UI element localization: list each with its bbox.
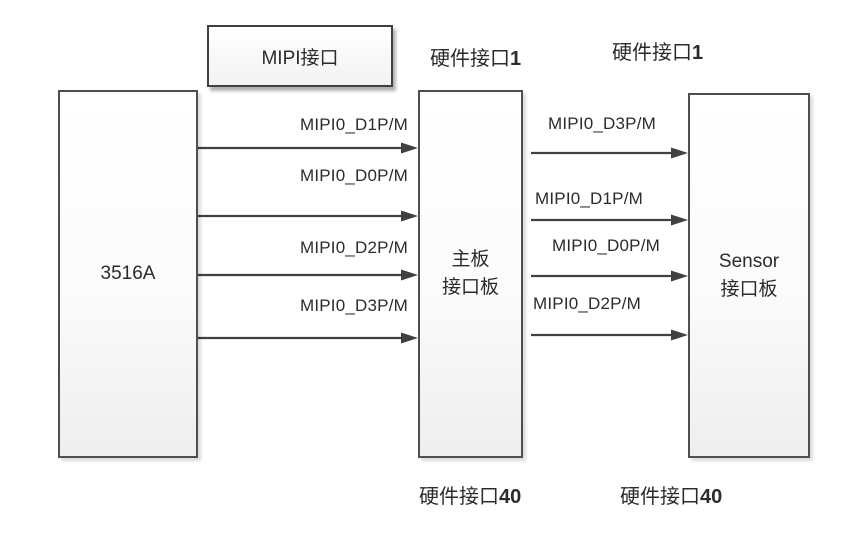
node-mainboard-interface-board: 主板 接口板 (418, 90, 523, 458)
arrow-soc-to-mainboard-1 (198, 142, 418, 154)
signal-label-sensor-mipi0-d0: MIPI0_D0P/M (552, 236, 661, 255)
hw-interface-40-label-sensor: 硬件接口40 (620, 480, 722, 509)
node-3516a-label: 3516A (100, 263, 156, 284)
signal-label-soc-mipi0-d0: MIPI0_D0P/M (299, 166, 408, 185)
node-sensor-label-line1: Sensor (718, 250, 780, 272)
signal-label-soc-mipi0-d2: MIPI0_D2P/M (299, 238, 408, 257)
hw-interface-1-label-sensor: 硬件接口1 (612, 36, 703, 65)
mipi-interface-label-box: MIPI接口 (207, 25, 393, 87)
signal-label-soc-mipi0-d3: MIPI0_D3P/M (299, 296, 408, 315)
hw-interface-1-label-mainboard: 硬件接口1 (430, 42, 521, 71)
mipi-interface-label: MIPI接口 (261, 47, 339, 69)
hw-label-number: 1 (510, 48, 522, 70)
hw-label-text: 硬件接口 (612, 42, 692, 64)
hw-label-number: 40 (700, 486, 723, 508)
node-sensor-label-line2: 接口板 (720, 278, 778, 300)
node-3516a: 3516A (58, 90, 198, 458)
hw-label-text: 硬件接口 (430, 48, 510, 70)
node-mainboard-label-line2: 接口板 (441, 277, 499, 298)
arrow-mainboard-to-sensor-2 (531, 214, 688, 226)
hw-label-number: 1 (692, 42, 704, 64)
hw-label-text: 硬件接口 (620, 486, 700, 508)
signal-label-sensor-mipi0-d2: MIPI0_D2P/M (533, 294, 642, 313)
node-mainboard-label-line1: 主板 (451, 249, 490, 271)
arrow-soc-to-mainboard-4 (198, 332, 418, 344)
signal-label-sensor-mipi0-d3: MIPI0_D3P/M (548, 114, 657, 133)
arrow-mainboard-to-sensor-4 (531, 329, 688, 341)
hw-label-text: 硬件接口 (419, 486, 499, 508)
signal-label-sensor-mipi0-d1: MIPI0_D1P/M (535, 189, 644, 208)
arrow-mainboard-to-sensor-3 (531, 270, 688, 282)
hw-label-number: 40 (499, 486, 522, 508)
arrow-soc-to-mainboard-3 (198, 269, 418, 281)
signal-label-soc-mipi0-d1: MIPI0_D1P/M (299, 115, 408, 134)
arrow-soc-to-mainboard-2 (198, 210, 418, 222)
hw-interface-40-label-mainboard: 硬件接口40 (419, 480, 521, 509)
arrow-mainboard-to-sensor-1 (531, 147, 688, 159)
node-sensor-interface-board: Sensor 接口板 (688, 93, 810, 458)
